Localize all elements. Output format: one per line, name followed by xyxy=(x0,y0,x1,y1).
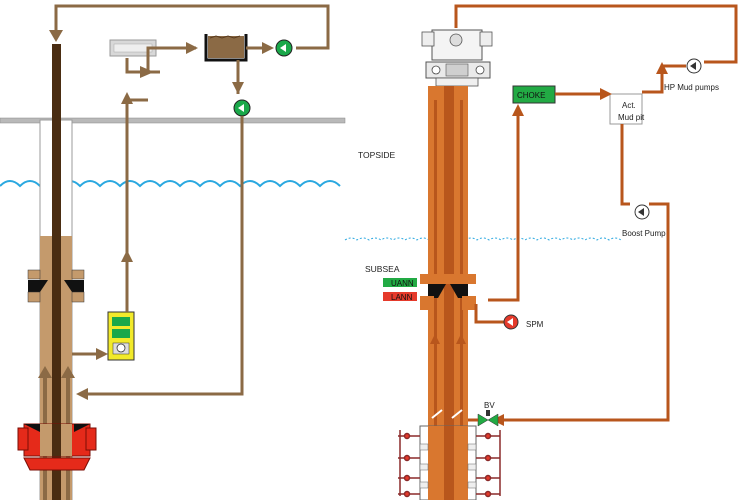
return-line xyxy=(125,98,148,312)
side-valves-right xyxy=(476,430,501,498)
act-label: Act. xyxy=(622,101,636,110)
right-diagram: HP Mud pumps Act. Mud pit CHOKE Boost Pu… xyxy=(344,4,738,500)
subsea-bop-stack-icon xyxy=(419,425,477,500)
bop-icon xyxy=(17,423,97,471)
boost-pump-label: Boost Pump xyxy=(622,229,666,238)
annular-right-icon xyxy=(420,274,476,310)
hp-supply-line xyxy=(454,4,738,64)
supply-arrow xyxy=(49,30,63,42)
lann-label: LANN xyxy=(391,293,413,302)
side-valves-left xyxy=(398,430,420,498)
hp-mud-pump-icon xyxy=(686,58,702,74)
flow-meter-panel xyxy=(107,311,135,361)
pump-icon xyxy=(275,39,293,57)
supply-line xyxy=(54,4,330,50)
bv-label: BV xyxy=(484,401,495,410)
boost-line xyxy=(84,116,244,396)
lann-badge xyxy=(383,292,417,301)
deck-line xyxy=(0,117,346,124)
riser-right-arrows xyxy=(430,334,466,344)
uann-label: UANN xyxy=(391,279,414,288)
pit-down-line xyxy=(620,124,630,206)
choke-label: CHOKE xyxy=(517,91,545,100)
left-diagram xyxy=(0,4,346,500)
break-mark xyxy=(431,409,463,419)
valve-icon[interactable] xyxy=(477,410,499,427)
pump-feed-line xyxy=(642,64,686,94)
boost-to-bv-line xyxy=(494,202,670,422)
subsea-label: SUBSEA xyxy=(365,264,400,274)
drillstring-right xyxy=(444,86,454,500)
topside-label: TOPSIDE xyxy=(358,150,395,160)
hp-mud-pumps-label: HP Mud pumps xyxy=(664,83,719,92)
spm-pump-icon xyxy=(503,314,519,330)
annular-bop-icon xyxy=(27,269,85,303)
spm-label: SPM xyxy=(526,320,544,329)
uann-badge xyxy=(383,278,417,287)
drillstring xyxy=(52,44,61,500)
spm-line xyxy=(474,304,504,324)
water-surface-right xyxy=(344,237,622,241)
wellhead-icon xyxy=(421,29,493,87)
tank-icon xyxy=(204,34,248,62)
mud-pit-label: Mud pit xyxy=(618,113,645,122)
boost-pump-icon xyxy=(634,204,650,220)
boost-pump-left-icon xyxy=(233,99,251,117)
act-mud-pit-box xyxy=(609,93,643,125)
spm-up-line xyxy=(488,112,520,302)
